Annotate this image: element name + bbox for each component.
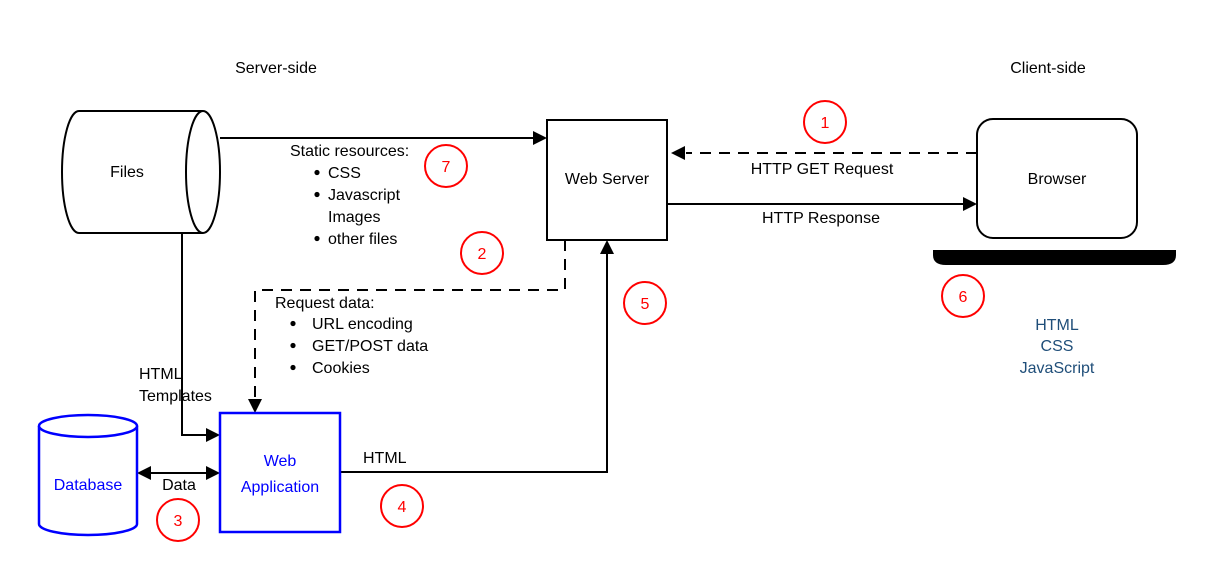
- bullet-icon: [314, 169, 320, 176]
- edge-http-response: [667, 197, 977, 211]
- static-resources-item: Images: [328, 209, 380, 226]
- step-number: 6: [959, 289, 968, 306]
- bullet-icon: [290, 342, 296, 349]
- static-resources-item: CSS: [328, 165, 361, 182]
- edge-data-exchange: [137, 466, 220, 480]
- static-resources-item: Javascript: [328, 187, 401, 204]
- web-application-box: Web Application: [218, 411, 342, 534]
- static-resources-title: Static resources:: [290, 143, 409, 160]
- browser-box: Browser: [976, 118, 1138, 239]
- step-badge-7: 7: [424, 144, 468, 188]
- laptop-base: [933, 250, 1176, 265]
- browser-label: Browser: [1028, 171, 1087, 188]
- static-resources-item: other files: [328, 231, 397, 248]
- files-label: Files: [110, 164, 144, 181]
- step-badge-6: 6: [941, 274, 985, 318]
- edge-html-templates: [181, 233, 220, 442]
- bullet-icon: [314, 191, 320, 198]
- edge-html-to-webserver: [340, 240, 614, 473]
- step-badge-5: 5: [623, 281, 667, 325]
- bullet-icon: [290, 364, 296, 371]
- step-badge-3: 3: [156, 498, 200, 542]
- rendered-output-list: HTML CSS JavaScript: [1020, 317, 1095, 377]
- bullet-icon: [290, 320, 296, 327]
- database-label: Database: [54, 477, 123, 494]
- rendered-output-item: JavaScript: [1020, 360, 1095, 377]
- web-application-label-line1: Web: [264, 453, 297, 470]
- step-number: 5: [641, 296, 650, 313]
- static-resources-annotation: Static resources: CSS Javascript Images …: [290, 143, 409, 248]
- step-number: 7: [442, 159, 451, 176]
- html-templates-label-line2: Templates: [139, 388, 212, 405]
- server-side-heading: Server-side: [235, 60, 317, 77]
- http-response-label: HTTP Response: [762, 210, 880, 227]
- web-server-label: Web Server: [565, 171, 650, 188]
- generated-html-label: HTML: [363, 450, 407, 467]
- request-data-annotation: Request data: URL encoding GET/POST data…: [275, 295, 428, 377]
- html-templates-label-line1: HTML: [139, 366, 183, 383]
- step-number: 2: [478, 246, 487, 263]
- request-data-item: Cookies: [312, 360, 370, 377]
- bullet-icon: [314, 235, 320, 242]
- web-server-box: Web Server: [546, 119, 668, 241]
- rendered-output-item: HTML: [1035, 317, 1079, 334]
- step-badge-4: 4: [380, 484, 424, 528]
- request-data-title: Request data:: [275, 295, 375, 312]
- database-cylinder: Database: [37, 413, 139, 537]
- step-number: 4: [398, 499, 407, 516]
- edge-http-get-request: [671, 146, 977, 160]
- request-data-item: URL encoding: [312, 316, 413, 333]
- step-number: 3: [174, 513, 183, 530]
- client-side-heading: Client-side: [1010, 60, 1086, 77]
- data-label: Data: [162, 477, 196, 494]
- rendered-output-item: CSS: [1041, 338, 1074, 355]
- files-cylinder: Files: [61, 110, 221, 234]
- http-get-request-label: HTTP GET Request: [751, 161, 894, 178]
- request-data-item: GET/POST data: [312, 338, 428, 355]
- step-number: 1: [821, 115, 830, 132]
- edge-files-to-webserver: [220, 131, 547, 145]
- step-badge-1: 1: [803, 100, 847, 144]
- step-badge-2: 2: [460, 231, 504, 275]
- edge-request-data: [248, 240, 566, 413]
- web-application-label-line2: Application: [241, 479, 319, 496]
